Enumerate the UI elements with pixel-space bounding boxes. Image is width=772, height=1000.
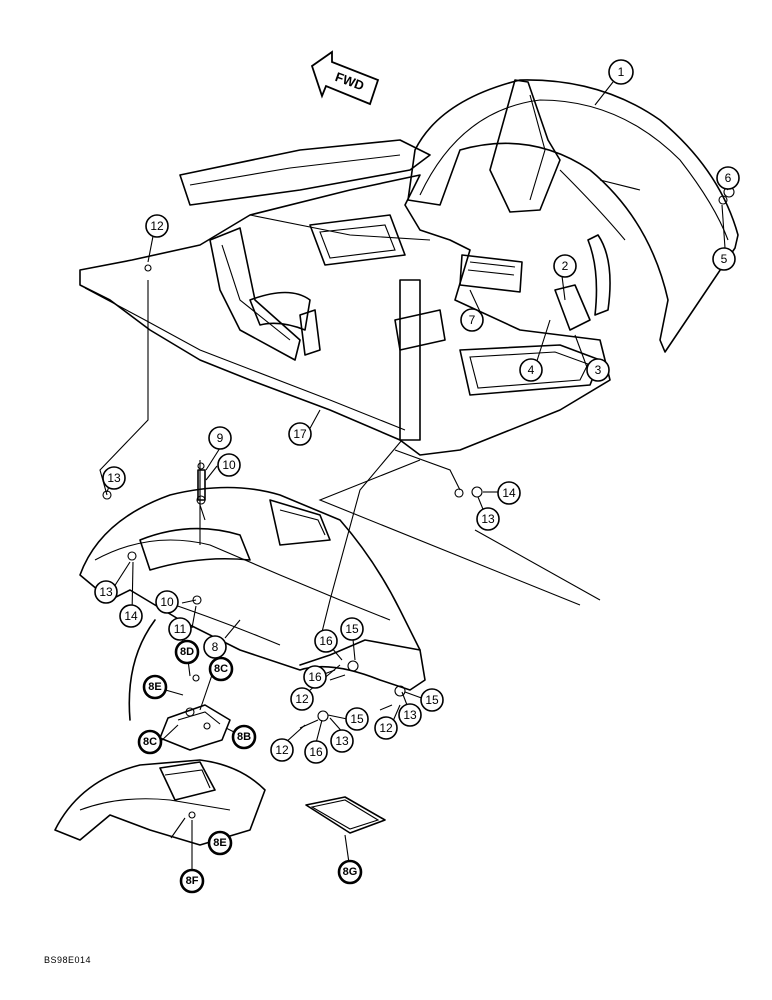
- callout-13-center: 13: [330, 729, 354, 753]
- svg-text:8C: 8C: [143, 736, 157, 748]
- svg-text:12: 12: [150, 219, 164, 233]
- svg-text:2: 2: [562, 259, 569, 273]
- fastener-hardware: [102, 186, 735, 819]
- mount-plate-part: [159, 704, 231, 751]
- rear-fender-part: [407, 79, 739, 353]
- callout-12-low-right: 12: [374, 716, 398, 740]
- svg-text:5: 5: [721, 252, 728, 266]
- svg-text:12: 12: [379, 721, 393, 735]
- callout-13-upper-right: 13: [476, 507, 500, 531]
- forward-direction-arrow: FWD: [310, 50, 380, 106]
- svg-text:16: 16: [309, 745, 323, 759]
- svg-text:15: 15: [350, 712, 364, 726]
- callout-2: 2: [553, 254, 577, 278]
- callout-10-lower: 10: [155, 590, 179, 614]
- svg-text:4: 4: [528, 363, 535, 377]
- svg-text:11: 11: [174, 622, 187, 636]
- svg-text:12: 12: [295, 692, 309, 706]
- callout-3: 3: [586, 358, 610, 382]
- svg-text:15: 15: [345, 622, 359, 636]
- callout-bubbles: 1 2 3 4 5 6 7 8 9 10 10 11 12 12 12 12 1…: [94, 59, 740, 894]
- callout-5: 5: [712, 247, 736, 271]
- svg-text:15: 15: [425, 693, 439, 707]
- svg-text:13: 13: [335, 734, 349, 748]
- svg-text:13: 13: [99, 585, 113, 599]
- callout-7: 7: [460, 308, 484, 332]
- callout-8f: 8F: [179, 868, 205, 894]
- svg-text:12: 12: [275, 743, 289, 757]
- callout-11: 11: [168, 617, 192, 641]
- callout-10-upper: 10: [217, 453, 241, 477]
- svg-text:8E: 8E: [148, 681, 161, 693]
- svg-text:8B: 8B: [237, 731, 251, 743]
- callout-12-top: 12: [145, 214, 169, 238]
- svg-text:7: 7: [469, 313, 476, 327]
- svg-text:13: 13: [481, 512, 495, 526]
- callout-12-mid: 12: [290, 687, 314, 711]
- svg-text:16: 16: [308, 670, 322, 684]
- svg-text:10: 10: [222, 458, 236, 472]
- callout-9: 9: [208, 426, 232, 450]
- callout-14-right: 14: [497, 481, 521, 505]
- callout-4: 4: [519, 358, 543, 382]
- lower-fender-detail: [54, 759, 266, 846]
- svg-text:17: 17: [293, 427, 307, 441]
- front-fender-part: [79, 480, 426, 691]
- svg-text:9: 9: [217, 431, 224, 445]
- drawing-code: BS98E014: [44, 955, 92, 965]
- svg-text:14: 14: [124, 609, 138, 623]
- mat-part: [305, 796, 386, 834]
- svg-text:8F: 8F: [186, 875, 199, 887]
- connector-leaders: [99, 280, 601, 641]
- callout-8: 8: [203, 635, 227, 659]
- callout-16-low: 16: [304, 740, 328, 764]
- svg-text:8E: 8E: [213, 837, 226, 849]
- callout-6: 6: [716, 166, 740, 190]
- callout-15-right: 15: [420, 688, 444, 712]
- callout-13-right: 13: [398, 703, 422, 727]
- svg-text:3: 3: [595, 363, 602, 377]
- callout-8b: 8B: [231, 724, 257, 750]
- detail-transition-arrow: [128, 619, 156, 721]
- callout-8c-upper: 8C: [208, 656, 234, 682]
- callout-16-top: 16: [314, 629, 338, 653]
- svg-text:10: 10: [160, 595, 174, 609]
- svg-text:8G: 8G: [343, 866, 358, 878]
- svg-text:13: 13: [403, 708, 417, 722]
- callout-15-top: 15: [340, 617, 364, 641]
- svg-text:8: 8: [212, 640, 219, 654]
- svg-text:8C: 8C: [214, 663, 228, 675]
- callout-13-upper-left: 13: [102, 466, 126, 490]
- callout-8c-lower: 8C: [137, 729, 163, 755]
- callout-16-mid: 16: [303, 665, 327, 689]
- svg-text:14: 14: [502, 486, 516, 500]
- callout-15-center: 15: [345, 707, 369, 731]
- svg-text:16: 16: [319, 634, 333, 648]
- callout-12-low-left: 12: [270, 738, 294, 762]
- callout-8d: 8D: [174, 639, 200, 665]
- svg-text:1: 1: [618, 65, 625, 79]
- svg-text:13: 13: [107, 471, 121, 485]
- svg-text:6: 6: [725, 171, 732, 185]
- callout-13-left: 13: [94, 580, 118, 604]
- callout-8e-lower: 8E: [207, 830, 233, 856]
- callout-14-left: 14: [119, 604, 143, 628]
- callout-8e-upper: 8E: [142, 674, 168, 700]
- svg-text:8D: 8D: [180, 646, 194, 658]
- callout-17: 17: [288, 422, 312, 446]
- callout-1: 1: [608, 59, 634, 85]
- callout-8g: 8G: [337, 859, 363, 885]
- platform-floor-plate: [79, 139, 611, 456]
